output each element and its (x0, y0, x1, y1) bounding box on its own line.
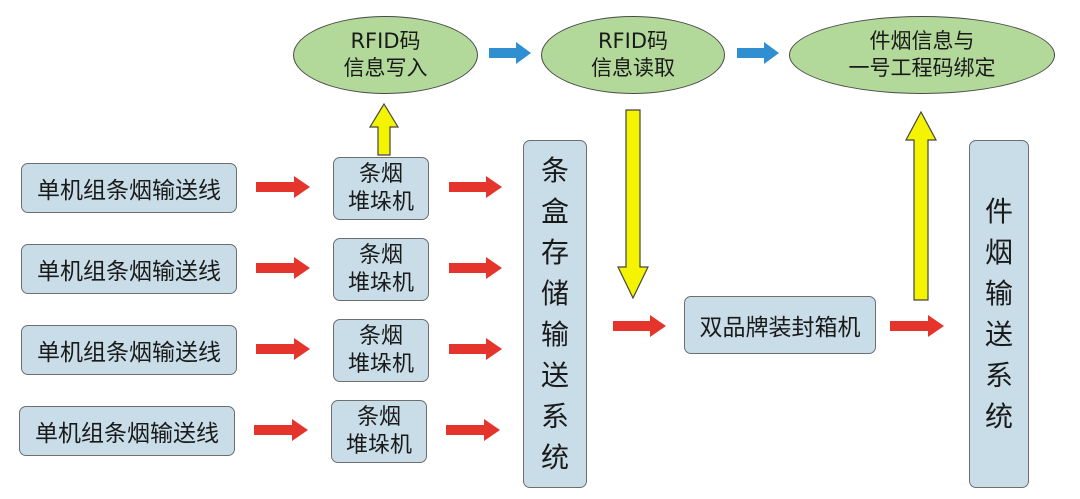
stacker-label-bottom: 堆垛机 (347, 270, 414, 296)
conveyor-line-3: 单机组条烟输送线 (21, 325, 237, 375)
conveyor-line-label: 单机组条烟输送线 (37, 340, 221, 366)
binding-line2: 一号工程码绑定 (848, 56, 996, 80)
red-arrow-storage-to-packer (613, 315, 666, 337)
yellow-arrow-read-down-to-packer (617, 109, 649, 300)
stacker-label-top: 条烟 (358, 242, 403, 268)
rfid-write-node: RFID码 信息写入 (293, 16, 478, 94)
stacker-label-top: 条烟 (358, 161, 403, 187)
case-conveyor-system: 件烟输送系统 (969, 140, 1029, 488)
stacker-label-bottom: 堆垛机 (347, 351, 414, 377)
stacker-label-bottom: 堆垛机 (345, 432, 412, 458)
red-arrow-line4-to-stacker (254, 419, 308, 441)
conveyor-line-label: 单机组条烟输送线 (37, 259, 221, 285)
blue-arrow-read-to-binding (737, 42, 779, 64)
red-arrow-stacker1-to-storage (449, 176, 502, 198)
packer-label: 双品牌装封箱机 (699, 315, 861, 341)
conveyor-line-1: 单机组条烟输送线 (21, 163, 237, 213)
conveyor-line-label: 单机组条烟输送线 (37, 178, 221, 204)
case-system-label: 件烟输送系统 (984, 195, 1013, 433)
yellow-arrow-case-up-to-binding (904, 110, 938, 301)
red-arrow-packer-to-case-system (890, 315, 944, 337)
red-arrow-line2-to-stacker (256, 257, 310, 279)
conveyor-line-4: 单机组条烟输送线 (19, 406, 235, 456)
red-arrow-stacker4-to-storage (446, 419, 500, 441)
stacker-3: 条烟 堆垛机 (333, 319, 429, 382)
rfid-write-line1: RFID码 (350, 29, 421, 53)
stacker-2: 条烟 堆垛机 (333, 238, 429, 301)
conveyor-line-2: 单机组条烟输送线 (21, 244, 237, 294)
rfid-read-line1: RFID码 (597, 29, 669, 53)
dual-brand-case-packer: 双品牌装封箱机 (684, 296, 876, 354)
red-arrow-line1-to-stacker (256, 176, 310, 198)
stacker-4: 条烟 堆垛机 (331, 400, 427, 463)
red-arrow-line3-to-stacker (256, 338, 310, 360)
rfid-read-node: RFID码 信息读取 (541, 16, 725, 94)
rfid-write-line2: 信息写入 (343, 56, 428, 80)
stacker-label-top: 条烟 (356, 404, 401, 430)
carton-storage-conveyor-system: 条盒存储输送系统 (523, 140, 587, 488)
binding-node: 件烟信息与 一号工程码绑定 (789, 16, 1055, 94)
red-arrow-stacker3-to-storage (449, 338, 502, 360)
binding-line1: 件烟信息与 (869, 29, 975, 53)
blue-arrow-write-to-read (489, 42, 531, 64)
conveyor-line-label: 单机组条烟输送线 (35, 421, 219, 447)
stacker-label-bottom: 堆垛机 (347, 189, 414, 215)
red-arrow-stacker2-to-storage (449, 257, 502, 279)
storage-system-label: 条盒存储输送系统 (540, 154, 569, 474)
rfid-read-line2: 信息读取 (591, 56, 675, 80)
stacker-label-top: 条烟 (358, 323, 403, 349)
stacker-1: 条烟 堆垛机 (333, 157, 429, 220)
yellow-arrow-stacker-up-to-write (368, 102, 400, 156)
